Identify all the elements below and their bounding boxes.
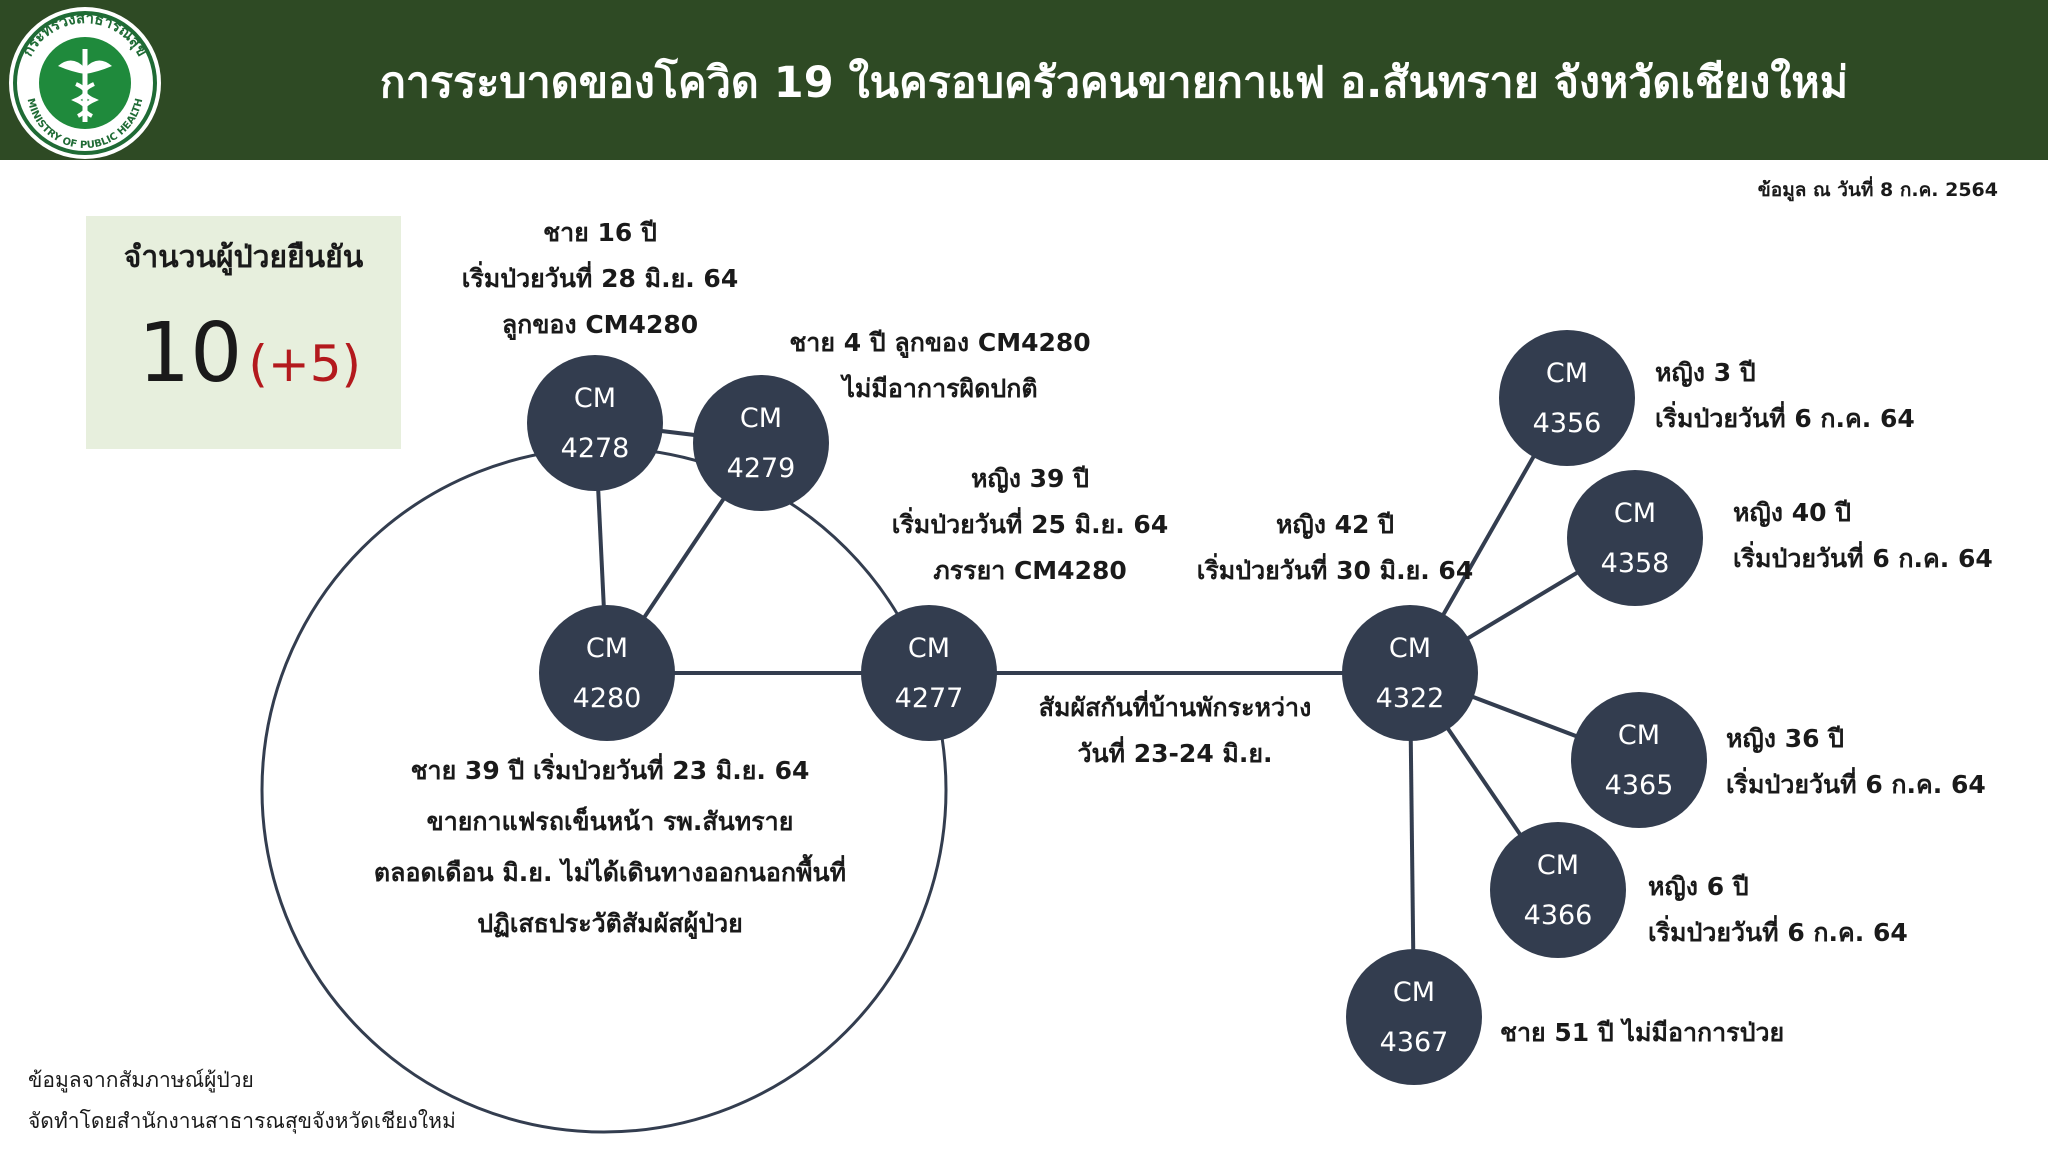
confirmed-count-label: จำนวนผู้ป่วยยืนยัน: [123, 240, 364, 275]
label-line: หญิง 6 ปี: [1648, 872, 1749, 901]
label-line: ชาย 16 ปี: [543, 218, 657, 247]
header-bar: กระทรวงสาธารณสุข MINISTRY OF PUBLIC HEAL…: [0, 0, 2048, 160]
confirmed-count-number: 10: [138, 306, 243, 401]
case-node-number: 4277: [895, 683, 964, 714]
label-line: หญิง 39 ปี: [970, 464, 1090, 493]
label-line: เริ่มป่วยวันที่ 6 ก.ค. 64: [1733, 544, 1993, 573]
confirmed-count-delta: (+5): [248, 335, 362, 393]
label-line: หญิง 36 ปี: [1726, 724, 1845, 753]
label-line: ตลอดเดือน มิ.ย. ไม่ได้เดินทางออกนอกพื้นท…: [373, 858, 847, 887]
label-cm4365: หญิง 36 ปี เริ่มป่วยวันที่ 6 ก.ค. 64: [1726, 716, 1986, 808]
case-node-4358: CM 4358: [1567, 470, 1703, 606]
label-line: เริ่มป่วยวันที่ 25 มิ.ย. 64: [891, 510, 1169, 539]
label-line: ชาย 51 ปี ไม่มีอาการป่วย: [1500, 1018, 1785, 1047]
label-line: เริ่มป่วยวันที่ 30 มิ.ย. 64: [1196, 556, 1474, 585]
case-node-circle: [1571, 692, 1707, 828]
case-node-4367: CM 4367: [1346, 949, 1482, 1085]
case-node-prefix: CM: [1614, 498, 1656, 529]
case-node-prefix: CM: [1537, 850, 1579, 881]
data-date-note: ข้อมูล ณ วันที่ 8 ก.ค. 2564: [1757, 179, 1998, 201]
case-node-number: 4367: [1380, 1027, 1449, 1058]
case-node-circle: [1342, 605, 1478, 741]
case-node-4366: CM 4366: [1490, 822, 1626, 958]
label-cm4322: หญิง 42 ปี เริ่มป่วยวันที่ 30 มิ.ย. 64: [1190, 502, 1480, 594]
label-line: เริ่มป่วยวันที่ 6 ก.ค. 64: [1648, 918, 1908, 947]
label-line: เริ่มป่วยวันที่ 28 มิ.ย. 64: [461, 264, 739, 293]
case-node-4279: CM 4279: [693, 375, 829, 511]
label-cm4367: ชาย 51 ปี ไม่มีอาการป่วย: [1500, 1010, 1784, 1056]
label-cm4279: ชาย 4 ปี ลูกของ CM4280 ไม่มีอาการผิดปกติ: [780, 320, 1100, 412]
case-node-number: 4365: [1605, 770, 1674, 801]
case-node-circle: [1490, 822, 1626, 958]
case-node-prefix: CM: [1546, 358, 1588, 389]
case-node-4356: CM 4356: [1499, 330, 1635, 466]
case-node-prefix: CM: [586, 633, 628, 664]
footer-credits: ข้อมูลจากสัมภาษณ์ผู้ป่วย จัดทำโดยสำนักงา…: [28, 1060, 456, 1142]
label-line: เริ่มป่วยวันที่ 6 ก.ค. 64: [1726, 770, 1986, 799]
case-node-prefix: CM: [908, 633, 950, 664]
case-node-prefix: CM: [1618, 720, 1660, 751]
case-node-number: 4322: [1376, 683, 1445, 714]
confirmed-count-value: 10(+5): [138, 306, 361, 401]
confirmed-count-box: จำนวนผู้ป่วยยืนยัน 10(+5): [86, 216, 401, 449]
case-node-4278: CM 4278: [527, 355, 663, 491]
case-node-number: 4279: [727, 453, 796, 484]
case-node-prefix: CM: [574, 383, 616, 414]
case-node-circle: [539, 605, 675, 741]
label-line: ขายกาแฟรถเข็นหน้า รพ.สันทราย: [426, 807, 794, 836]
case-node-circle: [1499, 330, 1635, 466]
case-node-number: 4356: [1533, 408, 1602, 439]
case-node-prefix: CM: [1389, 633, 1431, 664]
case-node-circle: [1346, 949, 1482, 1085]
label-line: ชาย 39 ปี เริ่มป่วยวันที่ 23 มิ.ย. 64: [410, 756, 810, 785]
case-node-circle: [693, 375, 829, 511]
label-line: ไม่มีอาการผิดปกติ: [842, 374, 1038, 403]
case-node-number: 4358: [1601, 548, 1670, 579]
case-node-number: 4366: [1524, 900, 1593, 931]
label-line: ลูกของ CM4280: [501, 310, 699, 339]
case-node-4277: CM 4277: [861, 605, 997, 741]
case-node-circle: [861, 605, 997, 741]
label-line: หญิง 40 ปี: [1733, 498, 1852, 527]
case-node-number: 4278: [561, 433, 630, 464]
case-node-4322: CM 4322: [1342, 605, 1478, 741]
case-node-4365: CM 4365: [1571, 692, 1707, 828]
label-cm4278: ชาย 16 ปี เริ่มป่วยวันที่ 28 มิ.ย. 64 ลู…: [460, 210, 740, 348]
label-line: ชาย 4 ปี ลูกของ CM4280: [789, 328, 1091, 357]
label-cm4280: ชาย 39 ปี เริ่มป่วยวันที่ 23 มิ.ย. 64 ขา…: [340, 745, 880, 949]
case-node-number: 4280: [573, 683, 642, 714]
case-node-prefix: CM: [1393, 977, 1435, 1008]
case-node-circle: [1567, 470, 1703, 606]
case-node-4280: CM 4280: [539, 605, 675, 741]
label-line: หญิง 3 ปี: [1655, 358, 1756, 387]
ministry-logo-icon: กระทรวงสาธารณสุข MINISTRY OF PUBLIC HEAL…: [9, 7, 161, 159]
label-line: ภรรยา CM4280: [933, 556, 1127, 585]
case-node-circle: [527, 355, 663, 491]
label-line: เริ่มป่วยวันที่ 6 ก.ค. 64: [1655, 404, 1915, 433]
label-cm4277: หญิง 39 ปี เริ่มป่วยวันที่ 25 มิ.ย. 64 ภ…: [880, 456, 1180, 594]
label-cm4366: หญิง 6 ปี เริ่มป่วยวันที่ 6 ก.ค. 64: [1648, 864, 1908, 956]
footer-source: ข้อมูลจากสัมภาษณ์ผู้ป่วย: [28, 1068, 254, 1092]
label-line: ปฏิเสธประวัติสัมผัสผู้ป่วย: [477, 909, 743, 938]
label-line: สัมผัสกันที่บ้านพักระหว่าง: [1038, 693, 1312, 722]
page-title: การระบาดของโควิด 19 ในครอบครัวคนขายกาแฟ …: [379, 58, 1849, 108]
label-line: วันที่ 23-24 มิ.ย.: [1077, 739, 1273, 768]
label-cm4356: หญิง 3 ปี เริ่มป่วยวันที่ 6 ก.ค. 64: [1655, 350, 1915, 442]
label-cm4358: หญิง 40 ปี เริ่มป่วยวันที่ 6 ก.ค. 64: [1733, 490, 1993, 582]
label-line: หญิง 42 ปี: [1275, 510, 1395, 539]
footer-author: จัดทำโดยสำนักงานสาธารณสุขจังหวัดเชียงใหม…: [28, 1109, 456, 1133]
case-node-prefix: CM: [740, 403, 782, 434]
label-contact: สัมผัสกันที่บ้านพักระหว่าง วันที่ 23-24 …: [1000, 685, 1350, 777]
